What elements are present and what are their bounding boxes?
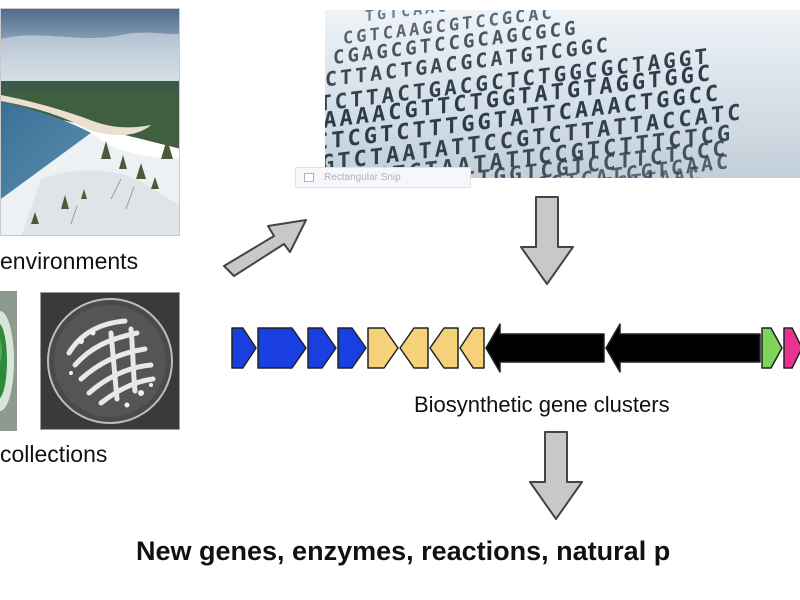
gene-arrow: [459, 327, 485, 369]
environments-label: environments: [0, 248, 139, 274]
results-headline: New genes, enzymes, reactions, natural p: [136, 536, 671, 566]
gene-arrow: [485, 323, 605, 373]
down-arrow-to-clusters: [520, 196, 574, 285]
streaked-culture-dish-photo: [40, 292, 180, 430]
gene-arrow: [399, 327, 429, 369]
snip-label: Rectangular Snip: [324, 172, 401, 183]
gene-arrow: [231, 327, 257, 369]
landscape-illustration: [1, 9, 179, 235]
gene-arrow: [783, 327, 800, 369]
biosynthetic-gene-cluster: [231, 323, 800, 373]
gene-arrow: [307, 327, 337, 369]
landscape-photo: [0, 8, 180, 236]
gene-arrow: [367, 327, 399, 369]
green-culture-dish-photo: [0, 291, 17, 431]
collections-label: collections: [0, 441, 108, 467]
snip-rectangle-icon: [304, 173, 314, 182]
gene-arrow: [337, 327, 367, 369]
gene-arrow: [257, 327, 307, 369]
green-dish-illustration: [0, 291, 17, 431]
streak-plate-illustration: [41, 293, 179, 429]
rectangular-snip-tooltip: Rectangular Snip: [295, 167, 471, 188]
gene-clusters-label: Biosynthetic gene clusters: [414, 392, 670, 417]
gene-arrow: [429, 327, 459, 369]
down-arrow-to-results: [529, 431, 583, 520]
gene-arrow: [605, 323, 761, 373]
diagonal-flow-arrow: [223, 219, 307, 277]
gene-arrow: [761, 327, 783, 369]
